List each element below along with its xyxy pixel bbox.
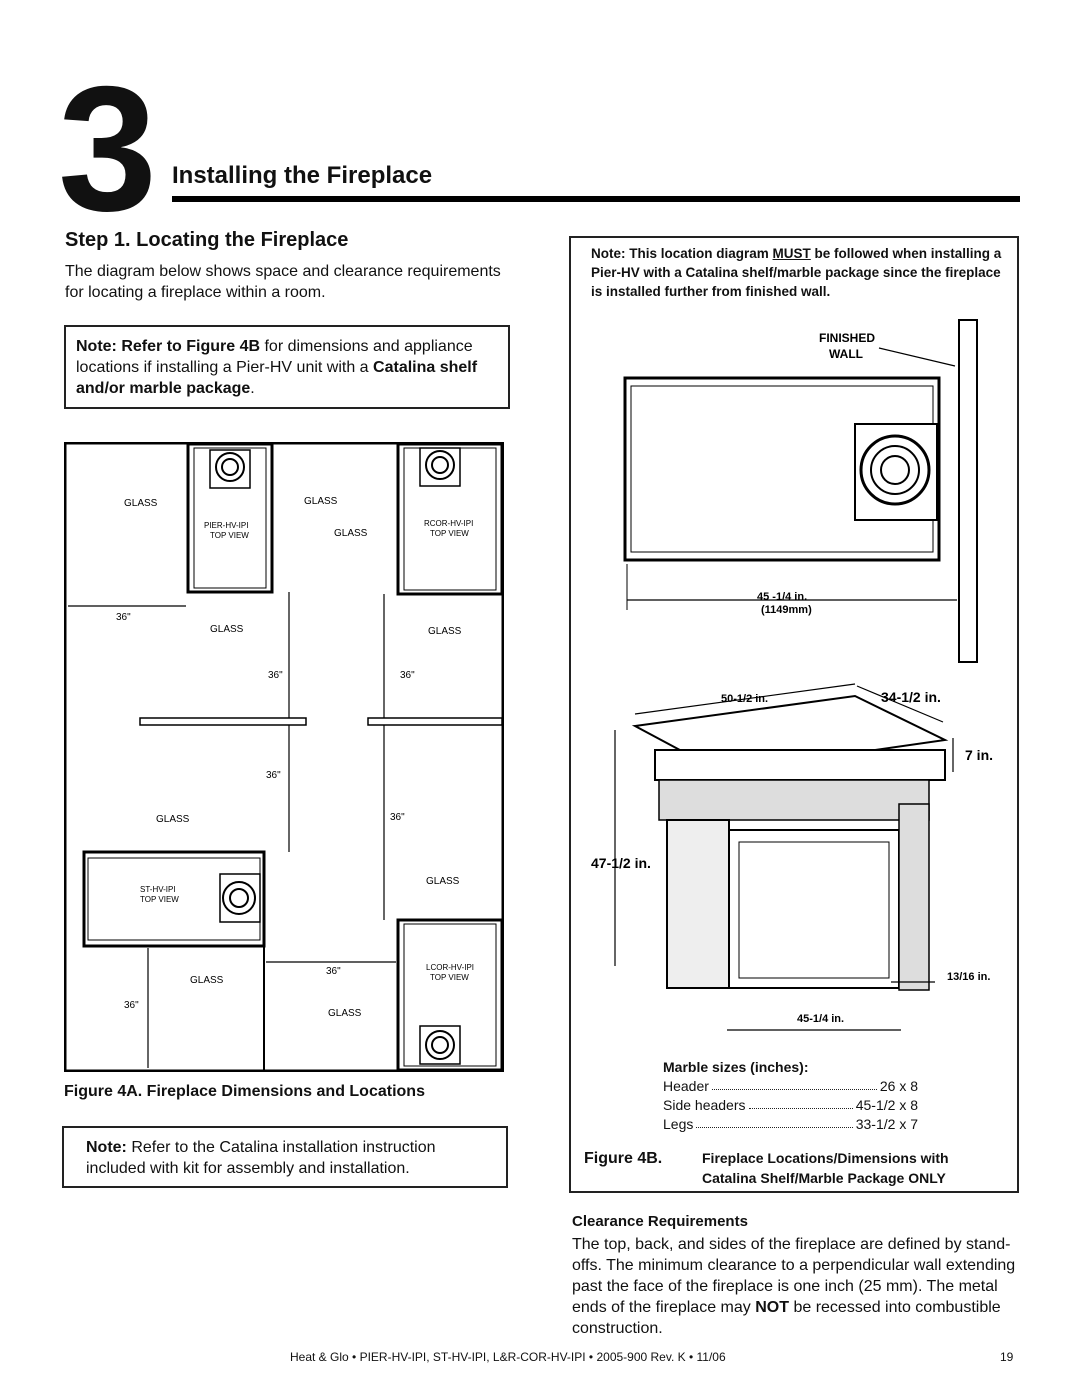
fig4a-label-glass: GLASS [190, 975, 224, 986]
fig4a-label-topview: TOP VIEW [210, 531, 249, 540]
fig4a-label-lcor: LCOR-HV-IPI [426, 963, 474, 972]
lcor-unit [396, 918, 504, 1072]
fig4a-label-36: 36" [400, 670, 415, 681]
dim-shelf-depth: 34-1/2 in. [881, 689, 941, 705]
fig4a-label-topview: TOP VIEW [430, 973, 469, 982]
fig4a-label-topview: TOP VIEW [140, 895, 179, 904]
note-bold: Catalina shelf and/or marble package [76, 359, 478, 397]
title-rule [172, 196, 1020, 202]
marble-size: 26 x 8 [879, 1078, 918, 1094]
caption-line: Fireplace Locations/Dimensions with [702, 1150, 949, 1166]
fig4a-label-36: 36" [390, 812, 405, 823]
figure-4b-box [569, 236, 1019, 1193]
fig4a-label-pier: PIER-HV-IPI [204, 521, 248, 530]
note-end: . [250, 380, 255, 397]
dim-depth-mm: (1149mm) [761, 604, 812, 616]
clearance-not: NOT [755, 1299, 789, 1316]
marble-size: 33-1/2 x 7 [855, 1116, 918, 1132]
fig4a-label-glass: GLASS [124, 498, 158, 509]
fig4a-label-36: 36" [268, 670, 283, 681]
chapter-number: 3 [58, 49, 157, 248]
marble-name: Header [663, 1078, 709, 1094]
st-unit [82, 850, 266, 948]
dim-height: 47-1/2 in. [591, 855, 651, 871]
fig4a-label-36: 36" [326, 966, 341, 977]
figure-4a-diagram: GLASS GLASS PIER-HV-IPI TOP VIEW GLASS R… [64, 442, 504, 1072]
note-figure-4b-reference: Note: Refer to Figure 4B for dimensions … [64, 325, 510, 409]
marble-size: 45-1/2 x 8 [855, 1097, 918, 1113]
fig4a-label-glass: GLASS [328, 1008, 362, 1019]
chapter-title: Installing the Fireplace [172, 162, 433, 189]
fig4a-label-rcor: RCOR-HV-IPI [424, 519, 473, 528]
rcor-unit [396, 442, 504, 596]
note-label: Note: [76, 338, 117, 355]
clearance-text: The top, back, and sides of the fireplac… [572, 1236, 1016, 1316]
fig4a-label-36: 36" [124, 1000, 139, 1011]
fig4a-label-topview: TOP VIEW [430, 529, 469, 538]
clearance-text: be recessed into combustible constructio… [572, 1299, 1001, 1337]
clearance-title: Clearance Requirements [572, 1213, 748, 1230]
fig4a-label-36: 36" [266, 770, 281, 781]
note-b-post: be followed when installing a Pier-HV wi… [591, 246, 1002, 299]
marble-row: Side headers 45-1/2 x 8 [663, 1097, 918, 1113]
figure-4b-caption: Fireplace Locations/Dimensions with Cata… [702, 1148, 1002, 1188]
label-finished: FINISHED [819, 331, 875, 345]
note-catalina-instructions: Note: Refer to the Catalina installation… [62, 1126, 508, 1188]
fig4a-label-glass: GLASS [304, 496, 338, 507]
note-ref: Refer to Figure 4B [121, 338, 261, 355]
figure-4a-caption: Figure 4A. Fireplace Dimensions and Loca… [64, 1083, 425, 1100]
dim-side: 13/16 in. [947, 971, 990, 983]
fig4a-label-glass: GLASS [210, 624, 244, 635]
dim-depth: 45 -1/4 in. [757, 591, 807, 603]
fig4a-label-glass: GLASS [426, 876, 460, 887]
marble-name: Legs [663, 1116, 694, 1132]
footer-text: Heat & Glo • PIER-HV-IPI, ST-HV-IPI, L&R… [290, 1350, 726, 1364]
note-label: Note: [86, 1139, 127, 1156]
caption-line: Catalina Shelf/Marble Package ONLY [702, 1170, 946, 1186]
fig4a-label-glass: GLASS [334, 528, 368, 539]
marble-row: Legs 33-1/2 x 7 [663, 1116, 918, 1132]
figure-4b-diagram: FINISHED WALL 45 -1/4 in. (1149mm) 50-1/… [591, 319, 993, 1031]
fig4a-label-glass: GLASS [428, 626, 462, 637]
fig4a-label-st: ST-HV-IPI [140, 885, 176, 894]
figure-4b-note: Note: This location diagram MUST be foll… [591, 244, 1011, 301]
dim-front: 45-1/4 in. [797, 1013, 844, 1025]
note-b-must: MUST [772, 246, 811, 261]
pier-unit [186, 442, 274, 594]
dim-shelf-width: 50-1/2 in. [721, 693, 768, 705]
marble-sizes-title: Marble sizes (inches): [663, 1059, 809, 1075]
marble-name: Side headers [663, 1097, 746, 1113]
step-title: Step 1. Locating the Fireplace [65, 229, 349, 251]
note-text: Refer to the Catalina installation instr… [86, 1139, 436, 1177]
note-text: for dimensions and appliance locations i… [76, 338, 473, 376]
fig4a-label-36: 36" [116, 612, 131, 623]
dim-header: 7 in. [965, 747, 993, 763]
page-number: 19 [1000, 1350, 1014, 1364]
marble-row: Header 26 x 8 [663, 1078, 918, 1094]
figure-4b-label: Figure 4B. [584, 1150, 663, 1167]
intro-text: The diagram below shows space and cleara… [65, 263, 501, 301]
note-b-pre: Note: This location diagram [591, 246, 773, 261]
clearance-body: The top, back, and sides of the fireplac… [572, 1234, 1018, 1339]
fig4a-label-glass: GLASS [156, 814, 190, 825]
label-wall: WALL [829, 347, 863, 361]
